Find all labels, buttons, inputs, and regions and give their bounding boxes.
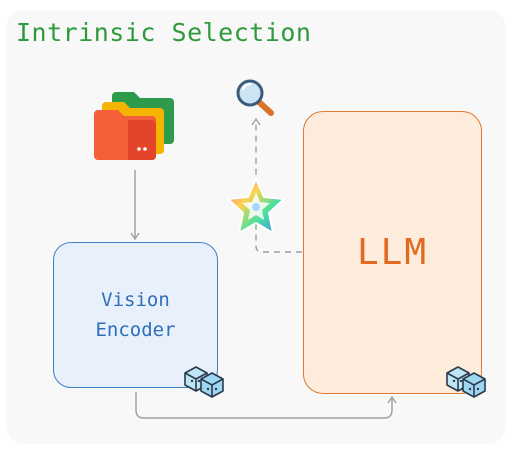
frozen-cubes-icon	[184, 366, 224, 398]
sparkle-star-icon	[227, 178, 285, 234]
diagram-title: Intrinsic Selection	[16, 18, 312, 47]
arrow-llm-to-selection	[251, 117, 302, 253]
llm-block: LLM	[303, 111, 482, 394]
vision-encoder-label-line2: Encoder	[95, 319, 176, 341]
vision-encoder-block: Vision Encoder	[53, 242, 218, 388]
arrow-vision-to-llm	[135, 392, 397, 419]
frozen-cubes-icon	[446, 366, 486, 398]
llm-label: LLM	[356, 232, 429, 273]
folders-icon	[94, 92, 174, 160]
vision-encoder-label-line1: Vision	[101, 289, 170, 311]
magnifier-icon	[236, 79, 274, 116]
